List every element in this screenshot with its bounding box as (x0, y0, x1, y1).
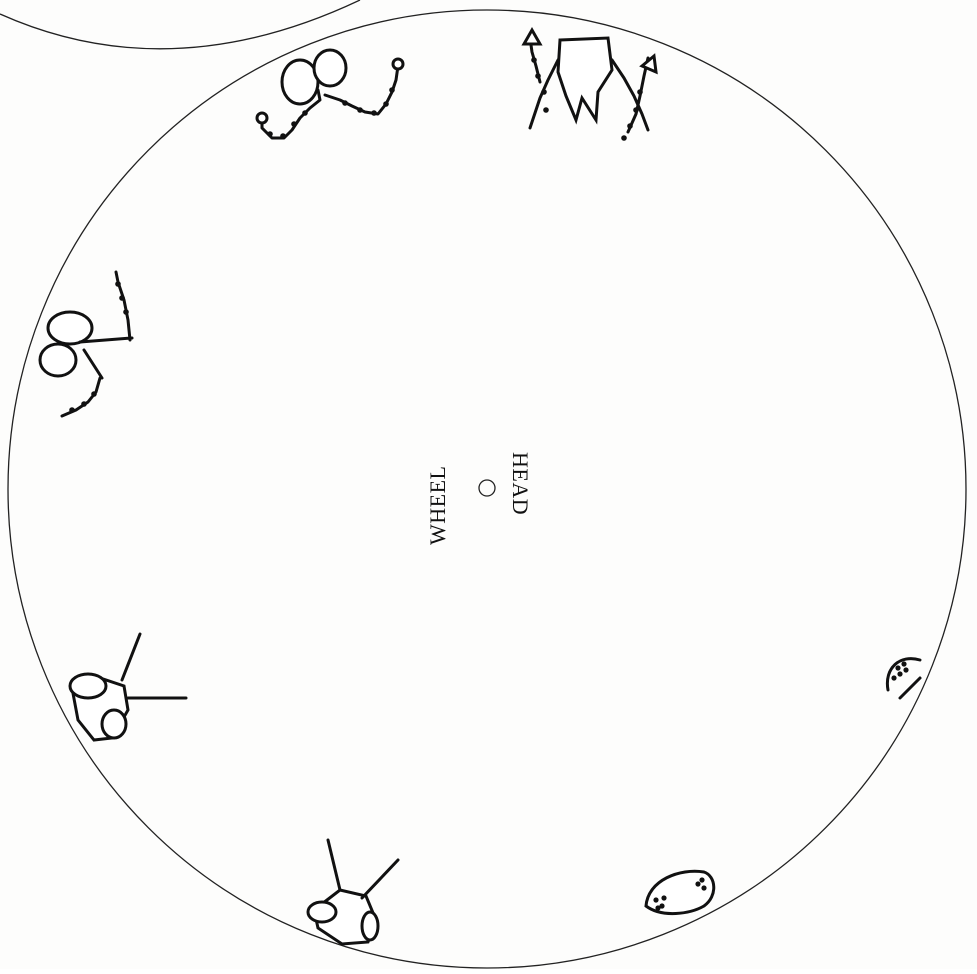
bald-head-icon (646, 871, 714, 913)
adjacent-circle-arc (0, 0, 360, 49)
head-chain-spiked-icon (524, 30, 656, 141)
wheel-label: WHEEL (425, 466, 450, 545)
head-antenna-bottom-icon (308, 840, 398, 944)
center-label: HEAD WHEEL (425, 452, 533, 545)
small-dome-icon (887, 659, 920, 698)
head-chain-side-icon (40, 272, 132, 416)
head-label: HEAD (508, 452, 533, 515)
hub-circle (479, 480, 495, 496)
wheel-outline (8, 10, 966, 968)
head-chain-icon (257, 50, 403, 139)
head-antenna-icon (70, 634, 186, 740)
